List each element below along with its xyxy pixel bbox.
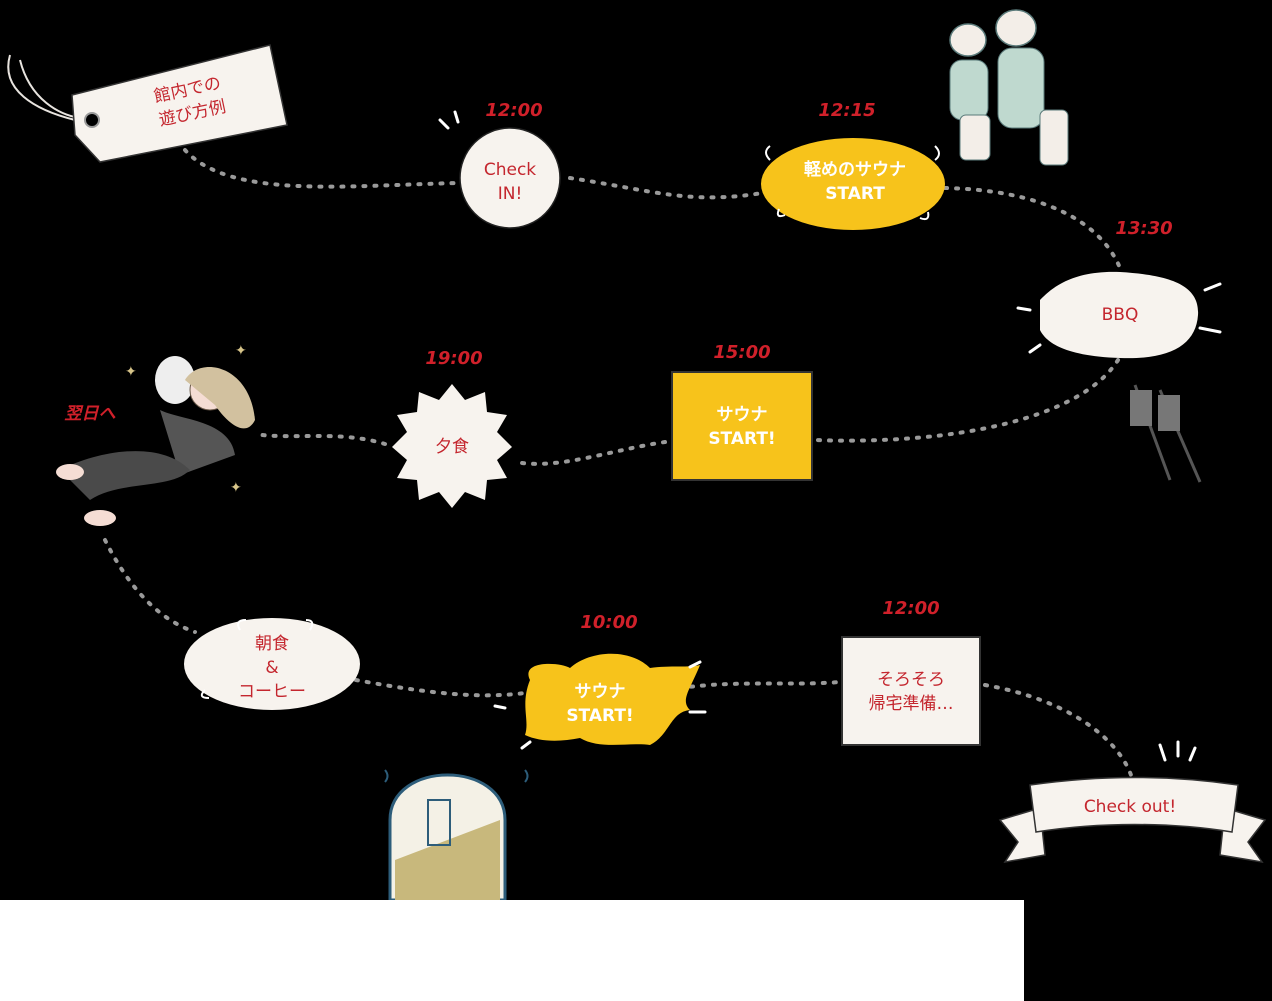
breakfast-label: 朝食 & コーヒー — [238, 634, 306, 702]
skewer-icon — [1130, 384, 1202, 483]
sauna-hut-illustration — [384, 769, 529, 902]
svg-text:✦: ✦ — [235, 343, 247, 359]
sauna3-splash — [525, 653, 700, 745]
dinner-time: 19:00 — [425, 348, 483, 369]
checkin-bubble — [459, 127, 561, 229]
breakfast-bubble — [184, 618, 360, 710]
checkin-time: 12:00 — [485, 100, 543, 121]
sauna2-box — [671, 371, 813, 481]
svg-text:✦: ✦ — [125, 364, 137, 380]
sauna2-time: 15:00 — [713, 342, 771, 363]
bbq-label: BBQ — [1101, 305, 1139, 325]
checkout-label: Check out! — [1083, 797, 1177, 817]
bbq-burst — [1040, 271, 1199, 359]
sauna2-label: サウナ START! — [708, 405, 776, 449]
light-sauna-curls — [765, 145, 940, 221]
sauna-couple-illustration — [949, 9, 1069, 166]
light-sauna-time: 12:15 — [818, 100, 876, 121]
bbq-spikes — [1016, 282, 1222, 354]
bottom-white-panel — [0, 900, 1024, 1001]
light-sauna-bubble — [761, 138, 945, 230]
sauna3-label: サウナ START! — [566, 682, 634, 726]
sleeping-girl-illustration: ✦ ✦ ✦ — [56, 343, 255, 526]
tag-card — [7, 44, 288, 163]
dinner-starburst — [392, 384, 512, 508]
checkin-label: Check IN! — [483, 160, 537, 204]
svg-text:✦: ✦ — [230, 480, 242, 496]
dotted-route — [103, 148, 1134, 780]
prepare-box — [841, 636, 981, 746]
checkin-accent-icon — [438, 110, 460, 130]
light-sauna-label: 軽めのサウナ START — [804, 160, 906, 204]
next-day-label: 翌日へ — [64, 404, 116, 424]
dinner-label: 夕食 — [435, 437, 469, 457]
breakfast-curls — [200, 619, 314, 699]
bbq-time: 13:30 — [1115, 218, 1173, 239]
checkout-ribbon — [998, 740, 1267, 864]
prepare-label: そろそろ 帰宅準備… — [868, 670, 954, 714]
sauna3-time: 10:00 — [580, 612, 638, 633]
sauna3-spikes — [493, 660, 707, 750]
prepare-time: 12:00 — [882, 598, 940, 619]
